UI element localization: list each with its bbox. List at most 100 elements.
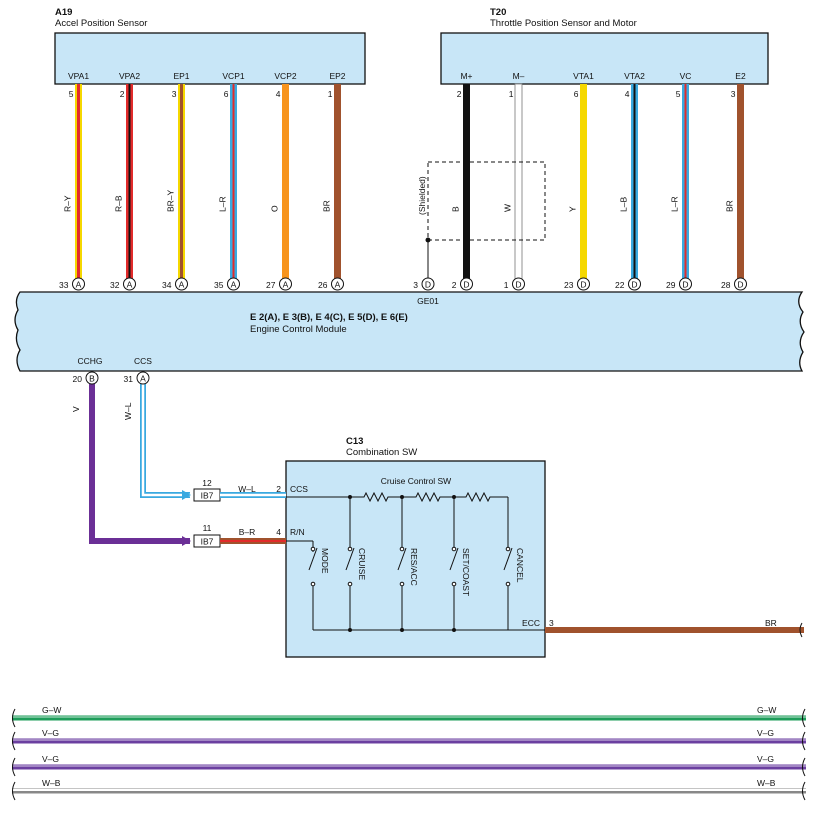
a19-pin-labels: VPA15R–YA33VPAVPA22R–BA32VPA2EP13BR–YA34… — [59, 71, 348, 306]
t20-ecm-pin-number: 1 — [504, 280, 509, 290]
t20-pin-number: 4 — [625, 89, 630, 99]
t20-pin-name: E2 — [735, 71, 746, 81]
t20-wire-vc — [682, 84, 689, 284]
t20-wire-vta2 — [631, 84, 638, 284]
bus-label-right: W–B — [757, 778, 776, 788]
a19-wire-ep1 — [178, 84, 185, 284]
t20-wire-mminus — [514, 83, 523, 285]
a19-pin-name: EP2 — [329, 71, 345, 81]
c13-rn-pin: 4 — [276, 527, 281, 537]
a19-wire-vcp1 — [230, 84, 237, 284]
a19-ecm-pin-number: 26 — [318, 280, 328, 290]
c13-name: Combination SW — [346, 447, 417, 458]
a19-wire-vcp2 — [282, 84, 289, 284]
t20-wire-e2 — [737, 84, 744, 284]
a19-wire-color: R–Y — [63, 195, 73, 212]
a19-pin-number: 4 — [276, 89, 281, 99]
svg-text:IB7: IB7 — [201, 491, 214, 501]
t20-pin-name: M– — [513, 71, 525, 81]
a19-pin-number: 3 — [172, 89, 177, 99]
a19-connector-box — [54, 32, 366, 85]
wire-cchg-violet — [89, 384, 190, 544]
a19-pin-name: VCP2 — [274, 71, 296, 81]
bus-label-left: V–G — [42, 728, 59, 738]
a19-pin-name: EP1 — [173, 71, 189, 81]
t20-code: T20 — [490, 7, 506, 18]
ecm-name: Engine Control Module — [250, 324, 347, 335]
bus-label-right: G–W — [757, 705, 776, 715]
t20-pin-number: 5 — [676, 89, 681, 99]
wire-ccs-wl — [140, 384, 191, 500]
a19-wire-vpa2 — [126, 84, 133, 284]
a19-code: A19 — [55, 7, 72, 18]
t20-pin-name: M+ — [460, 71, 472, 81]
svg-text:D: D — [425, 280, 431, 290]
switch-label-mode: MODE — [320, 548, 330, 574]
t20-ecm-pin-circle — [628, 277, 641, 291]
a19-ecm-pin-circle — [123, 277, 136, 291]
t20-wire-vta1 — [580, 84, 587, 284]
t20-pin-labels: M+2BD2M+M–1WD1M–VTA16YD23VTAVTA24L–BD22V… — [451, 71, 747, 306]
svg-text:3: 3 — [413, 280, 418, 290]
svg-text:31: 31 — [124, 374, 134, 384]
t20-ecm-pin-number: 2 — [452, 280, 457, 290]
a19-ecm-conn: A — [179, 280, 185, 290]
wire-ccs-label: W–L — [123, 402, 133, 420]
a19-ecm-pin-number: 34 — [162, 280, 172, 290]
c13-rn-label: R/N — [290, 527, 305, 537]
a19-pin-number: 1 — [328, 89, 333, 99]
t20-ecm-pin-number: 28 — [721, 280, 731, 290]
a19-ecm-conn: A — [283, 280, 289, 290]
a19-ecm-conn: A — [76, 280, 82, 290]
bus-label-left: G–W — [42, 705, 61, 715]
a19-pin-name: VPA2 — [119, 71, 140, 81]
t20-pin-number: 2 — [457, 89, 462, 99]
wire-ecc-break — [799, 622, 803, 638]
c13-code: C13 — [346, 436, 363, 447]
ecm-ccs-label: CCS — [134, 356, 152, 366]
a19-ecm-pin-number: 32 — [110, 280, 120, 290]
wire-cchg-label: V — [71, 406, 81, 412]
a19-ecm-pin-circle — [279, 277, 292, 291]
c13-ccs-pin: 2 — [276, 484, 281, 494]
switch-label-set-coast: SET/COAST — [461, 548, 471, 596]
a19-wire-color: O — [270, 205, 280, 212]
a19-ecm-conn: A — [335, 280, 341, 290]
cruise-sw-label: Cruise Control SW — [381, 476, 451, 486]
t20-ecm-conn: D — [515, 280, 521, 290]
a19-ecm-pin-number: 33 — [59, 280, 69, 290]
svg-text:20: 20 — [73, 374, 83, 384]
svg-text:A: A — [140, 374, 146, 384]
t20-wire-color: B — [451, 206, 461, 212]
t20-pin-name: VTA1 — [573, 71, 594, 81]
a19-ecm-pin-number: 27 — [266, 280, 276, 290]
t20-ecm-conn: D — [580, 280, 586, 290]
t20-ecm-pin-number: 22 — [615, 280, 625, 290]
c13-ecc-pin: 3 — [549, 618, 554, 628]
a19-ecm-conn: A — [127, 280, 133, 290]
bus-label-right: V–G — [757, 754, 774, 764]
ecm-cchg-label: CCHG — [77, 356, 102, 366]
a19-wire-color: BR — [322, 200, 332, 212]
bus-label-left: W–B — [42, 778, 61, 788]
ecm-pin-ge01: D 3 GE01 — [413, 277, 439, 306]
t20-wire-color: L–R — [670, 196, 680, 212]
c13-box — [285, 460, 546, 658]
t20-pin-name: VC — [680, 71, 692, 81]
t20-wire-color: Y — [568, 206, 578, 212]
a19-col-6: EP21BRA26EPA2 — [318, 71, 348, 306]
t20-ecm-conn: D — [737, 280, 743, 290]
t20-ecm-conn: D — [682, 280, 688, 290]
shielded-label: (Shielded) — [417, 176, 427, 215]
wire-c13-rn-label: B–R — [239, 527, 256, 537]
